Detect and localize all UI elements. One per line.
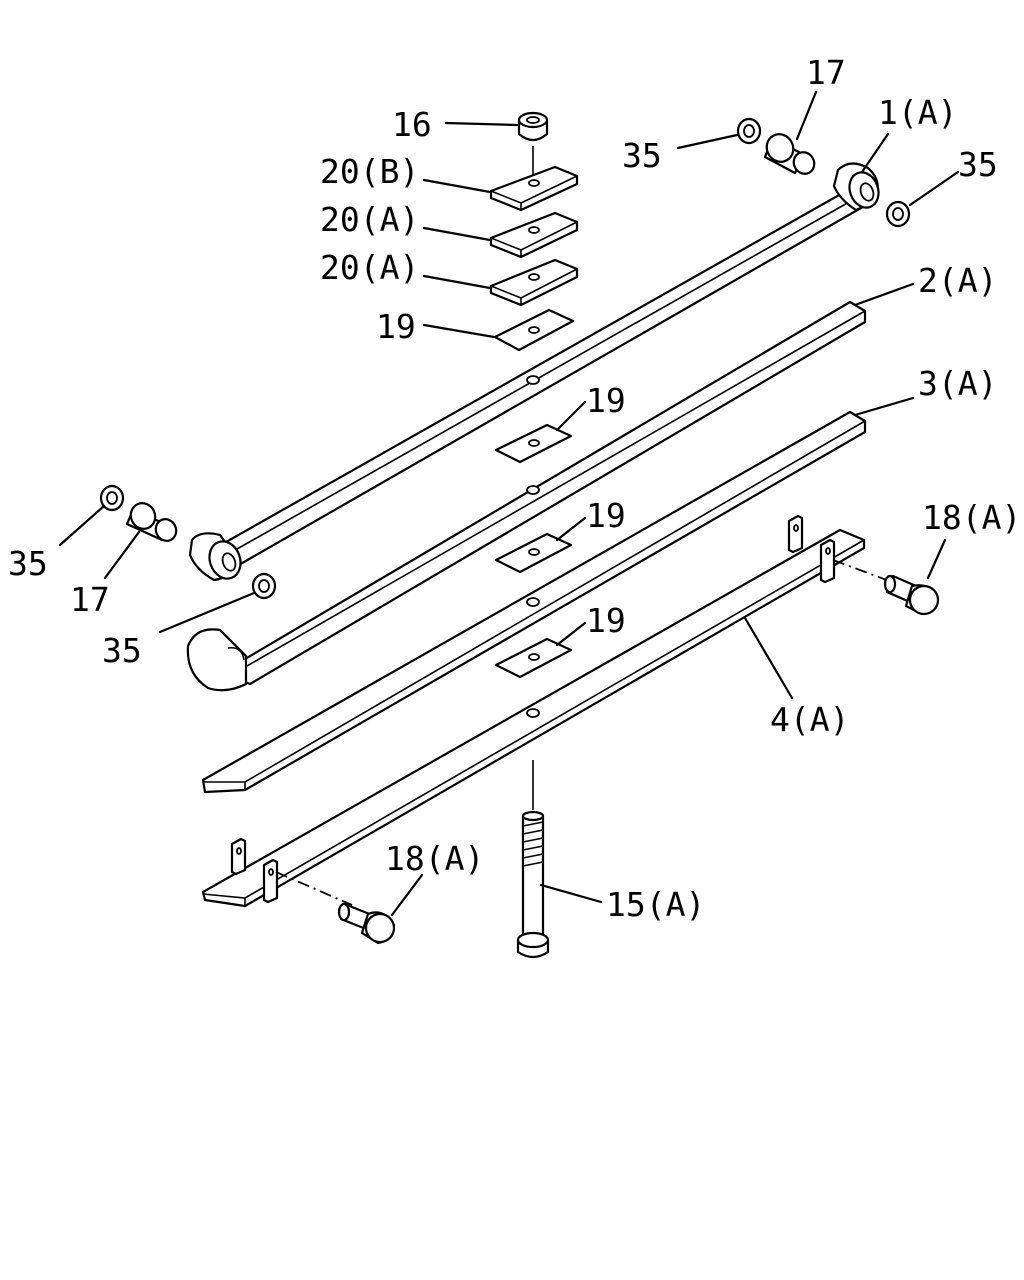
leader-lines: [58, 90, 960, 917]
plate-20a-lower: [489, 258, 579, 307]
label-17-top: 17: [806, 53, 846, 92]
label-35-top-right: 35: [958, 145, 998, 184]
center-bolt-15a: [516, 760, 550, 959]
bushing-17-left: [125, 502, 178, 542]
bolt-18a-right: [832, 559, 940, 616]
washer-35-left: [99, 484, 125, 512]
label-20b: 20(B): [320, 152, 419, 191]
plate-20b: [489, 165, 579, 212]
label-19-b: 19: [586, 496, 626, 535]
label-1a: 1(A): [878, 93, 957, 132]
bushing-17-top: [763, 133, 816, 175]
bolt-18a-left: [275, 871, 396, 945]
label-35-bottom: 35: [102, 631, 142, 670]
pad-19-c: [494, 637, 573, 679]
label-19-top: 19: [376, 307, 416, 346]
pad-19-b: [494, 532, 573, 574]
label-20a-lower: 20(A): [320, 248, 419, 287]
washer-35-bottom: [251, 572, 277, 600]
leaf-1a: [188, 162, 880, 582]
label-2a: 2(A): [918, 261, 997, 300]
leaf-2a: [186, 300, 867, 692]
label-18a-right: 18(A): [922, 498, 1021, 537]
label-3a: 3(A): [918, 364, 997, 403]
leaf-3a: [201, 410, 867, 794]
label-20a-upper: 20(A): [320, 200, 419, 239]
leaf-4a: [201, 514, 866, 908]
washer-35-top-left: [736, 117, 762, 145]
nut-16: [517, 111, 549, 180]
label-19-a: 19: [586, 381, 626, 420]
pad-19-a: [494, 423, 573, 464]
label-4a: 4(A): [770, 700, 849, 739]
pad-19-top: [493, 308, 575, 352]
label-19-c: 19: [586, 601, 626, 640]
plate-20a-upper: [489, 211, 579, 259]
label-16: 16: [392, 105, 432, 144]
label-35-left: 35: [8, 544, 48, 583]
label-18a-left: 18(A): [385, 839, 484, 878]
label-17-left: 17: [70, 580, 110, 619]
label-35-top-left: 35: [622, 136, 662, 175]
label-15a: 15(A): [606, 885, 705, 924]
washer-35-top-right: [885, 200, 911, 228]
